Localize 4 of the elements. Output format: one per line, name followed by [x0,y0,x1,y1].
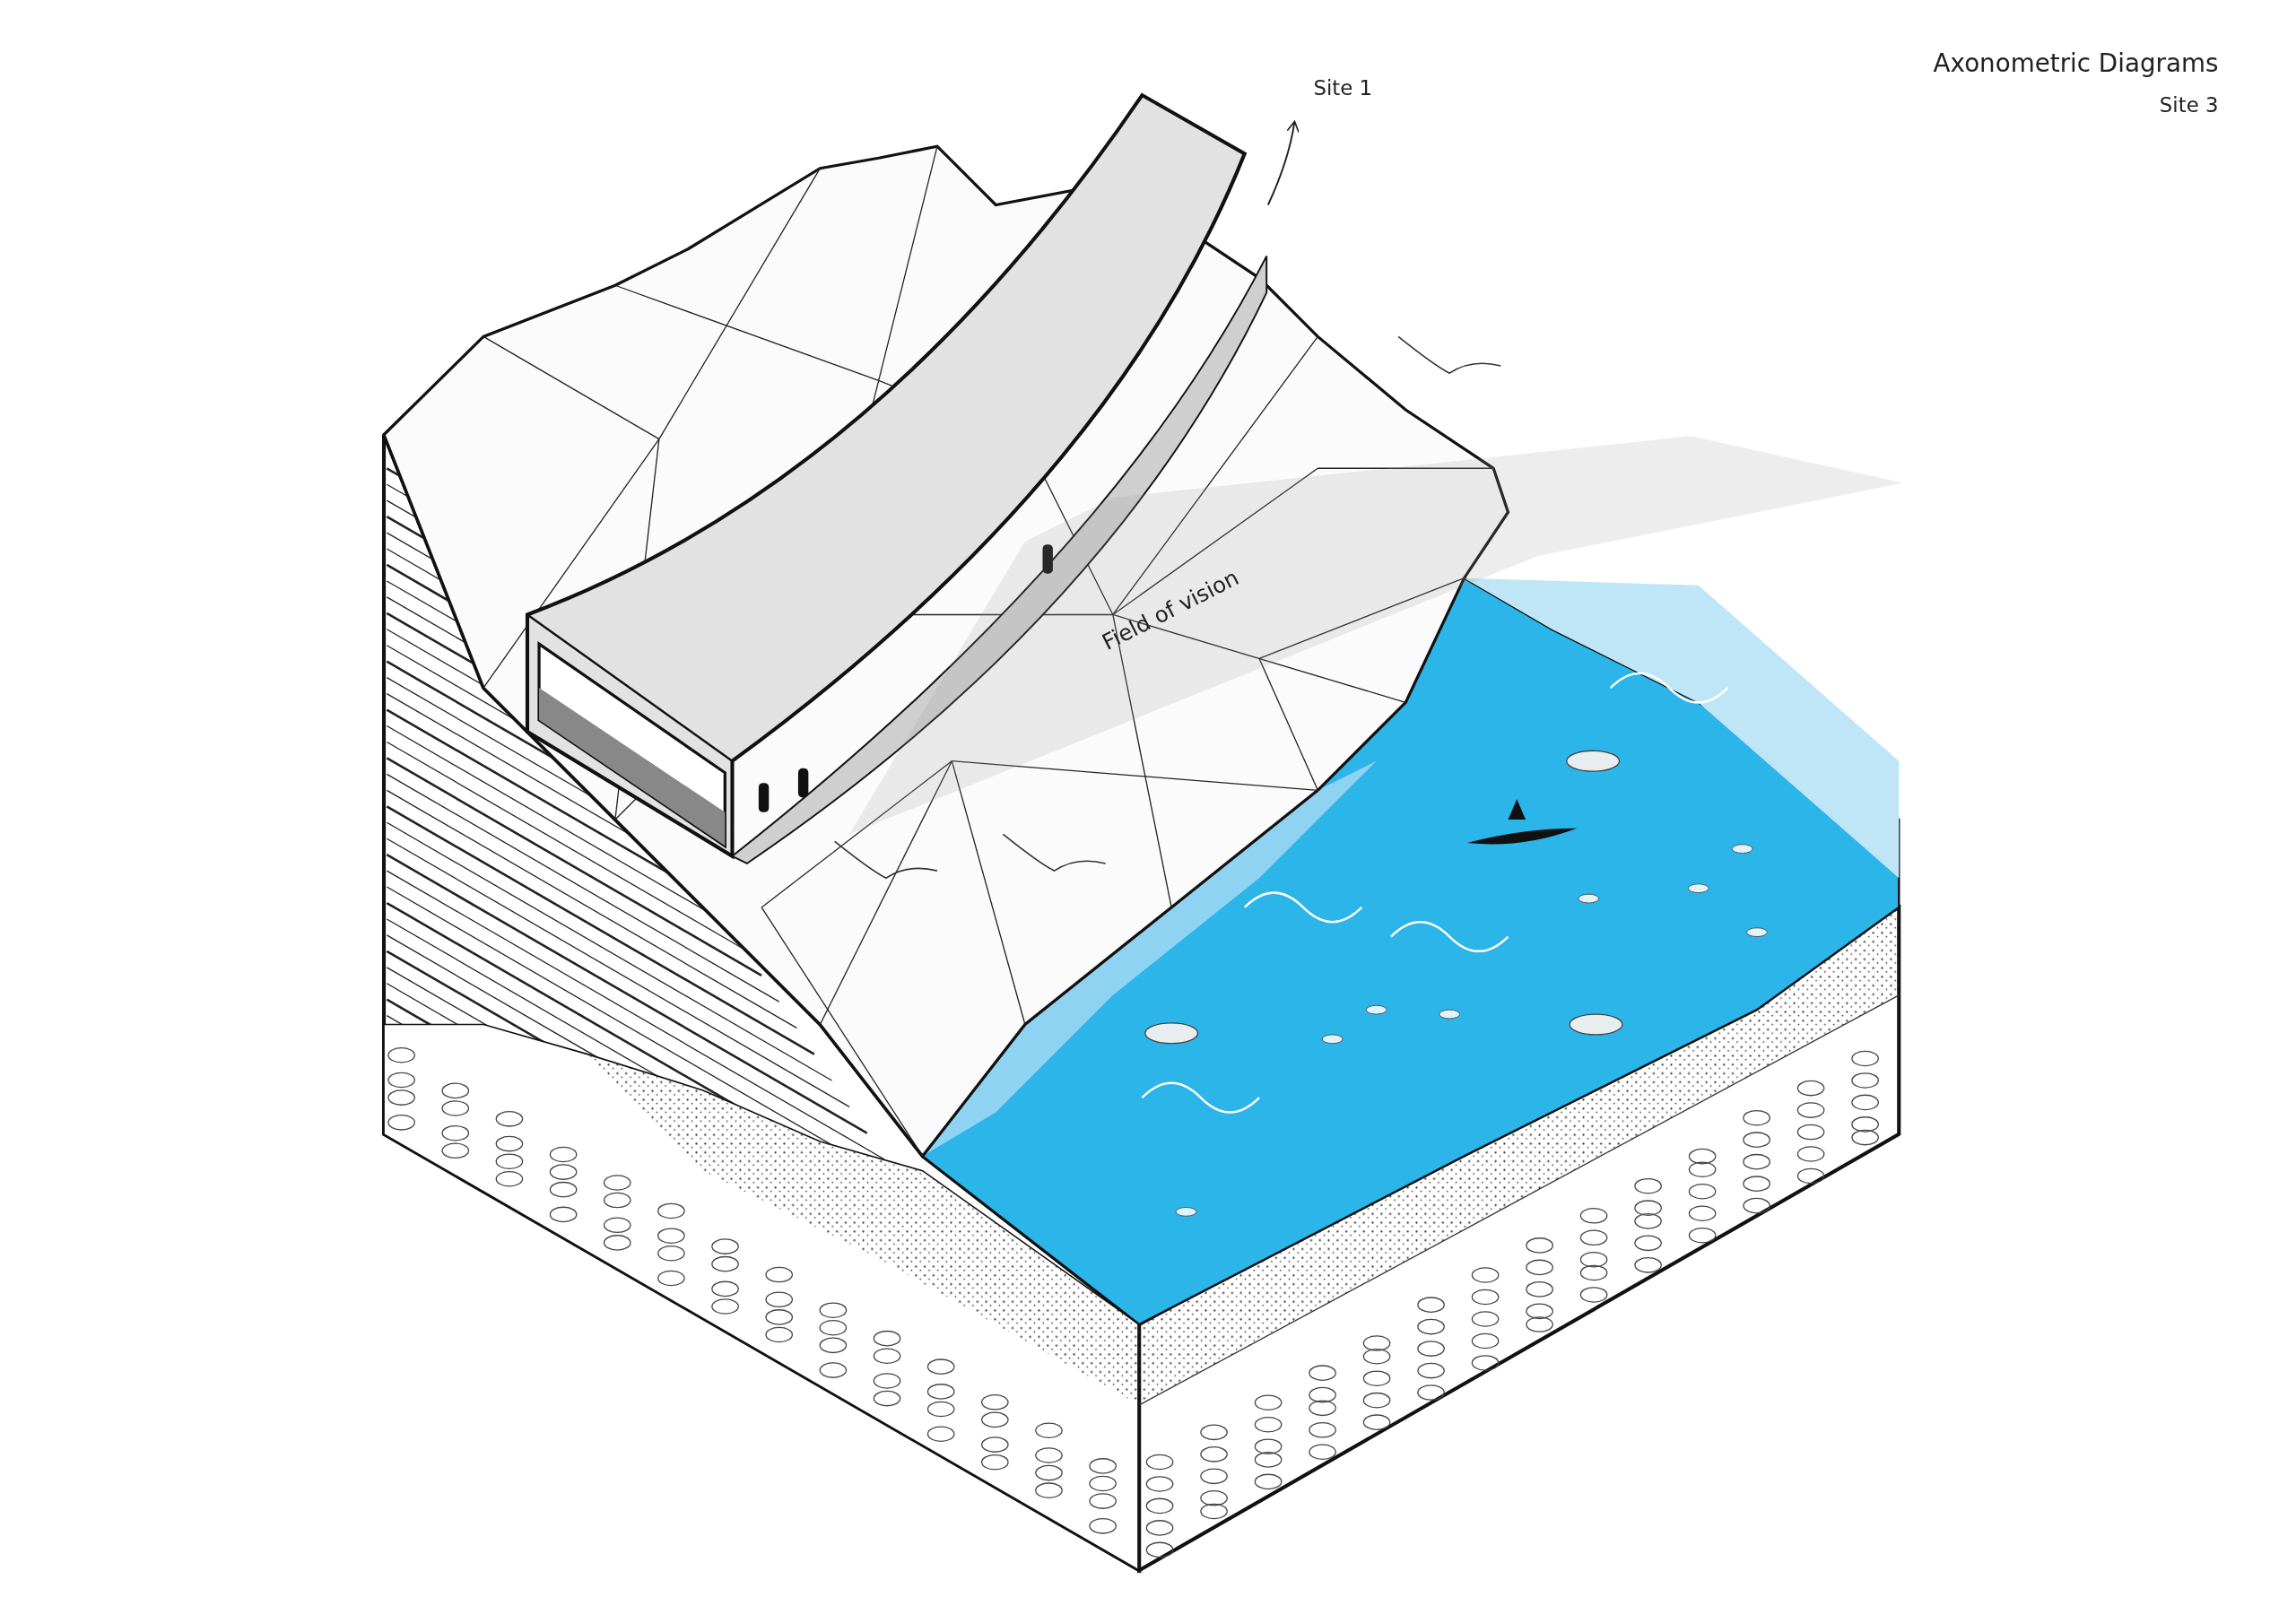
diagram-title: Axonometric Diagrams [1933,48,2219,78]
site-label: Site 3 [2159,93,2219,117]
site-label: Site 1 [1313,75,1373,100]
view-label: Field of vision [1098,564,1244,656]
